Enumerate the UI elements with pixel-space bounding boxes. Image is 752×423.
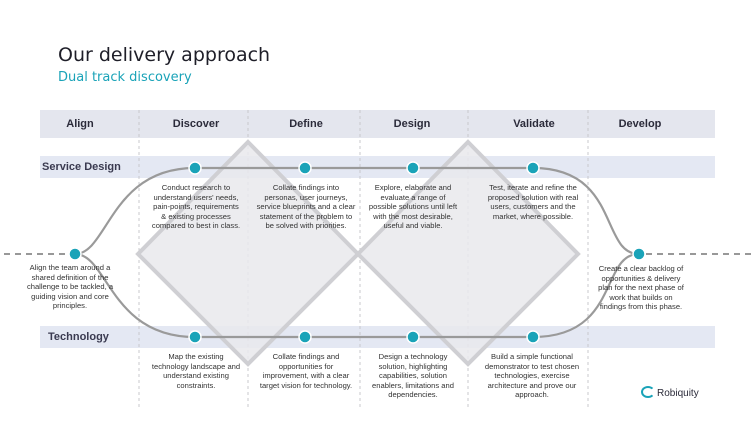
sd-design-text: Explore, elaborate and evaluate a range … bbox=[368, 183, 458, 231]
node-develop bbox=[632, 247, 646, 261]
sd-discover-text: Conduct research to understand users' ne… bbox=[151, 183, 241, 231]
node-sd-define bbox=[298, 161, 312, 175]
diamond-left bbox=[135, 139, 361, 367]
develop-description: Create a clear backlog of opportunities … bbox=[598, 264, 684, 312]
page-subtitle: Dual track discovery bbox=[58, 70, 192, 85]
double-diamond bbox=[135, 139, 581, 367]
phase-design: Design bbox=[393, 118, 431, 130]
logo-text: Robiquity bbox=[657, 388, 699, 399]
node-sd-discover bbox=[188, 161, 202, 175]
node-sd-design bbox=[406, 161, 420, 175]
nodes bbox=[68, 161, 646, 344]
node-sd-validate bbox=[526, 161, 540, 175]
logo-mark-icon bbox=[641, 386, 655, 398]
tech-design-text: Design a technology solution, highlighti… bbox=[372, 352, 454, 400]
node-tech-design bbox=[406, 330, 420, 344]
service-design-line bbox=[74, 166, 640, 256]
sd-define-text: Collate findings into personas, user jou… bbox=[256, 183, 356, 231]
track-lines bbox=[74, 166, 640, 339]
phase-develop: Develop bbox=[618, 118, 662, 130]
tech-discover-text: Map the existing technology landscape an… bbox=[151, 352, 241, 390]
track-label-service-design: Service Design bbox=[42, 161, 121, 173]
track-label-technology: Technology bbox=[48, 331, 109, 343]
phase-define: Define bbox=[289, 118, 323, 130]
phase-validate: Validate bbox=[513, 118, 555, 130]
node-tech-validate bbox=[526, 330, 540, 344]
node-tech-discover bbox=[188, 330, 202, 344]
phase-align: Align bbox=[66, 118, 94, 130]
diamond-right bbox=[355, 139, 581, 367]
tech-define-text: Collate findings and opportunities for i… bbox=[259, 352, 353, 390]
phase-discover: Discover bbox=[172, 118, 220, 130]
tech-validate-text: Build a simple functional demonstrator t… bbox=[484, 352, 580, 400]
technology-line bbox=[74, 252, 640, 339]
company-logo: Robiquity bbox=[641, 386, 699, 399]
node-align bbox=[68, 247, 82, 261]
page-title: Our delivery approach bbox=[58, 44, 271, 66]
node-tech-define bbox=[298, 330, 312, 344]
phase-bar bbox=[40, 110, 715, 138]
sd-validate-text: Test, iterate and refine the proposed so… bbox=[487, 183, 579, 221]
align-description: Align the team around a shared definitio… bbox=[26, 263, 114, 311]
